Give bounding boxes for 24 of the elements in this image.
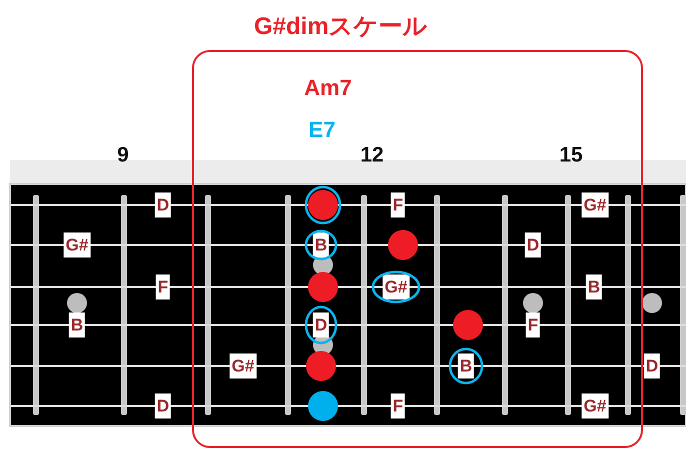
chord-name: E7 [308,119,336,141]
note-name: F [390,192,406,218]
scale-title: G#dimスケール [254,12,428,42]
note-name: B [312,232,330,258]
note-name: G# [582,192,608,218]
fret-number: 12 [360,144,384,166]
note-name: B [68,312,86,338]
fret-number: 15 [559,144,583,166]
note-name: G# [582,394,608,418]
note-name: G# [382,274,410,300]
note-name: D [524,232,542,258]
note-name: F [390,394,406,418]
note-name: D [644,354,660,378]
note-name: G# [64,232,90,258]
note-name: D [312,312,330,338]
note-name: F [526,312,540,338]
note-name: D [154,192,172,218]
chord-name: Am7 [304,77,352,99]
fret-number: 9 [117,144,129,166]
note-name: D [154,394,172,418]
note-name: B [458,354,474,378]
note-name: G# [230,354,256,378]
note-name: B [586,274,602,300]
note-name: F [156,274,170,300]
